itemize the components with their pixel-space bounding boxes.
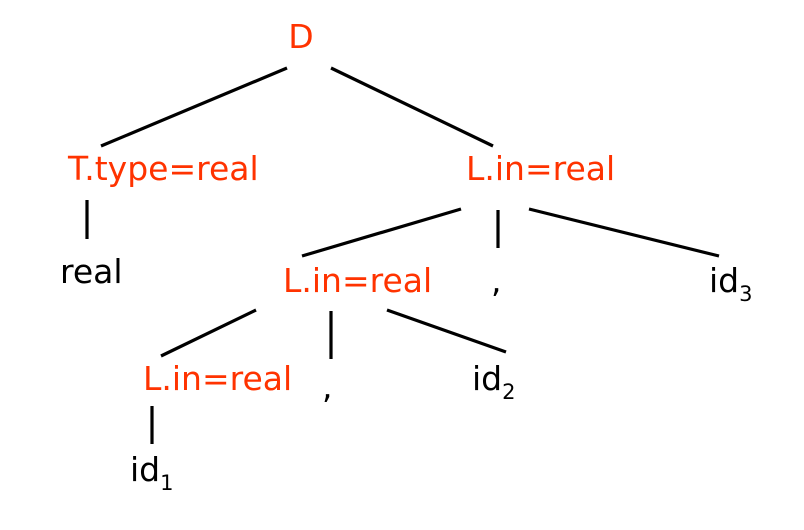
tree-node-D: D [288,17,313,56]
tree-node-id2: id2 [472,359,516,404]
tree-node-real-terminal: real [60,252,123,291]
tree-edge-L-in-1-to-L-in-2 [301,207,462,258]
tree-node-L-in-1: L.in=real [466,149,615,188]
tree-node-label: id [472,359,502,398]
tree-node-label: id [130,450,160,489]
tree-node-label: L.in=real [466,149,615,188]
tree-node-label: L.in=real [143,359,292,398]
tree-node-label: D [288,17,313,56]
tree-node-label: L.in=real [283,261,432,300]
tree-node-label: , [491,261,502,300]
tree-node-subscript: 3 [739,282,752,306]
tree-node-L-in-2: L.in=real [283,261,432,300]
tree-node-L-in-3: L.in=real [143,359,292,398]
tree-node-comma-2: , [322,367,333,406]
tree-edges-group [85,66,720,444]
tree-node-id1: id1 [130,450,174,495]
tree-node-T-type: T.type=real [67,149,259,188]
tree-edge-D-to-L-in-1 [330,66,494,148]
tree-edge-L-in-1-to-id3 [528,207,720,258]
tree-node-label: real [60,252,123,291]
tree-node-label: , [322,367,333,406]
tree-node-comma-1: , [491,261,502,300]
tree-node-id3: id3 [709,261,753,306]
tree-edge-L-in-2-to-id2 [386,308,507,354]
tree-node-label: T.type=real [67,149,259,188]
tree-edge-D-to-T-type [100,66,288,148]
tree-edge-L-in-2-to-L-in-3 [160,308,257,358]
tree-node-subscript: 1 [160,471,173,495]
tree-node-label: id [709,261,739,300]
tree-node-subscript: 2 [502,380,515,404]
